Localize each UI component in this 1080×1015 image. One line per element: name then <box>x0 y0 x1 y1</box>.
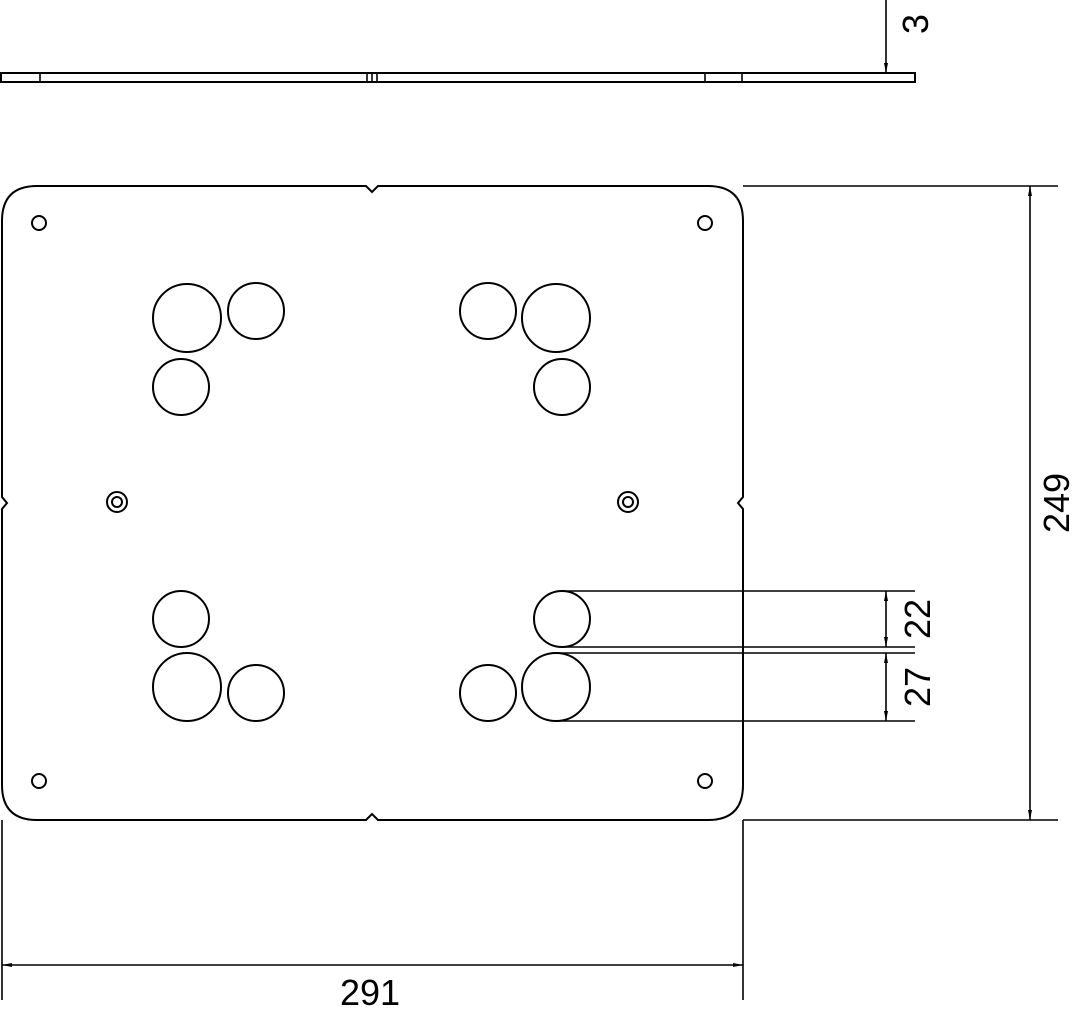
knockout-group-bottom-left <box>152 590 285 722</box>
height-dimension: 249 <box>743 185 1077 821</box>
width-dimension: 291 <box>1 820 744 1013</box>
plate-top-view <box>1 185 744 821</box>
knockout-group-top-left <box>152 282 285 416</box>
plate-side-outline <box>0 72 916 83</box>
height-label: 249 <box>1036 473 1077 533</box>
knockout-group-top-right <box>459 282 591 416</box>
thickness-label: 3 <box>895 14 936 34</box>
knockout-group-bottom-right <box>459 590 591 722</box>
stud-left <box>106 491 128 513</box>
stud-right <box>617 491 639 513</box>
mounting-hole <box>697 215 713 231</box>
plate-outline <box>1 185 744 821</box>
side-view: 3 <box>0 0 936 83</box>
mounting-hole <box>31 215 47 231</box>
width-label: 291 <box>340 972 400 1013</box>
hole-dimensions: 22 27 <box>556 590 938 722</box>
small-hole-dimension-label: 22 <box>897 599 938 639</box>
mounting-hole <box>31 773 47 789</box>
large-hole-dimension-label: 27 <box>897 667 938 707</box>
mounting-hole <box>697 773 713 789</box>
